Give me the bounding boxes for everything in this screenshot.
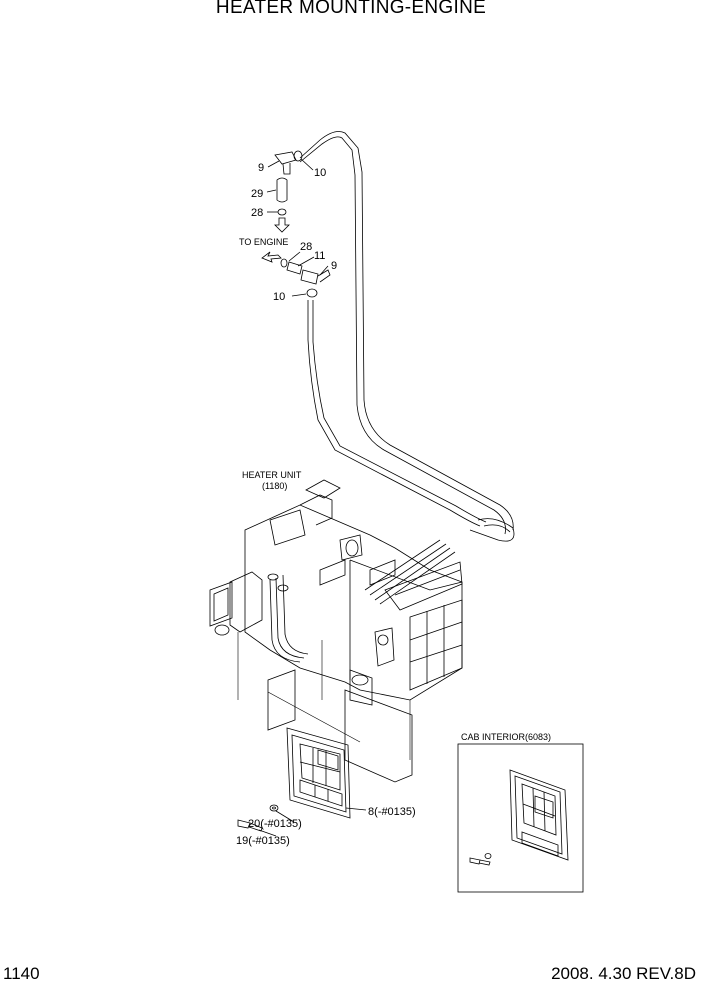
clamp-10-top <box>293 150 303 162</box>
fitting-9-top <box>274 151 297 175</box>
page-title: HEATER MOUNTING-ENGINE <box>215 0 487 18</box>
callout-11: 11 <box>314 250 325 262</box>
bolt-19 <box>237 819 263 832</box>
arrow-to-engine <box>261 251 282 263</box>
clamp-10-mid <box>306 288 318 298</box>
callout-28-top: 28 <box>251 207 263 219</box>
washer-20 <box>269 804 279 812</box>
oring-28-top <box>277 208 287 216</box>
fitting-9-mid <box>300 269 331 285</box>
callout-10-top: 10 <box>314 167 326 179</box>
callout-10-mid: 10 <box>273 291 285 303</box>
heater-unit <box>209 479 463 706</box>
side-panel <box>267 669 413 783</box>
nipple-11 <box>286 261 303 275</box>
callout-19: 19(-#0135) <box>236 835 290 847</box>
page-number: 1140 <box>3 964 40 983</box>
callout-28-mid: 28 <box>300 241 312 253</box>
heater-unit-label: HEATER UNIT <box>242 470 302 480</box>
oring-28-mid <box>280 258 288 268</box>
heater-unit-ref: (1180) <box>262 481 287 491</box>
callout-9-mid: 9 <box>331 260 337 272</box>
cab-interior-label: CAB INTERIOR(6083) <box>461 732 551 742</box>
arrow-down <box>274 217 290 233</box>
revision-stamp: 2008. 4.30 REV.8D <box>551 964 696 983</box>
heater-hose-assembly <box>299 131 515 605</box>
cab-interior-inset <box>457 743 584 893</box>
louver-cover-8 <box>286 727 351 819</box>
hose-29 <box>276 177 288 203</box>
callout-8: 8(-#0135) <box>368 806 416 818</box>
callout-29: 29 <box>251 188 263 200</box>
to-engine-label: TO ENGINE <box>239 237 288 247</box>
callout-9-top: 9 <box>258 162 264 174</box>
callout-20: 20(-#0135) <box>248 818 302 830</box>
